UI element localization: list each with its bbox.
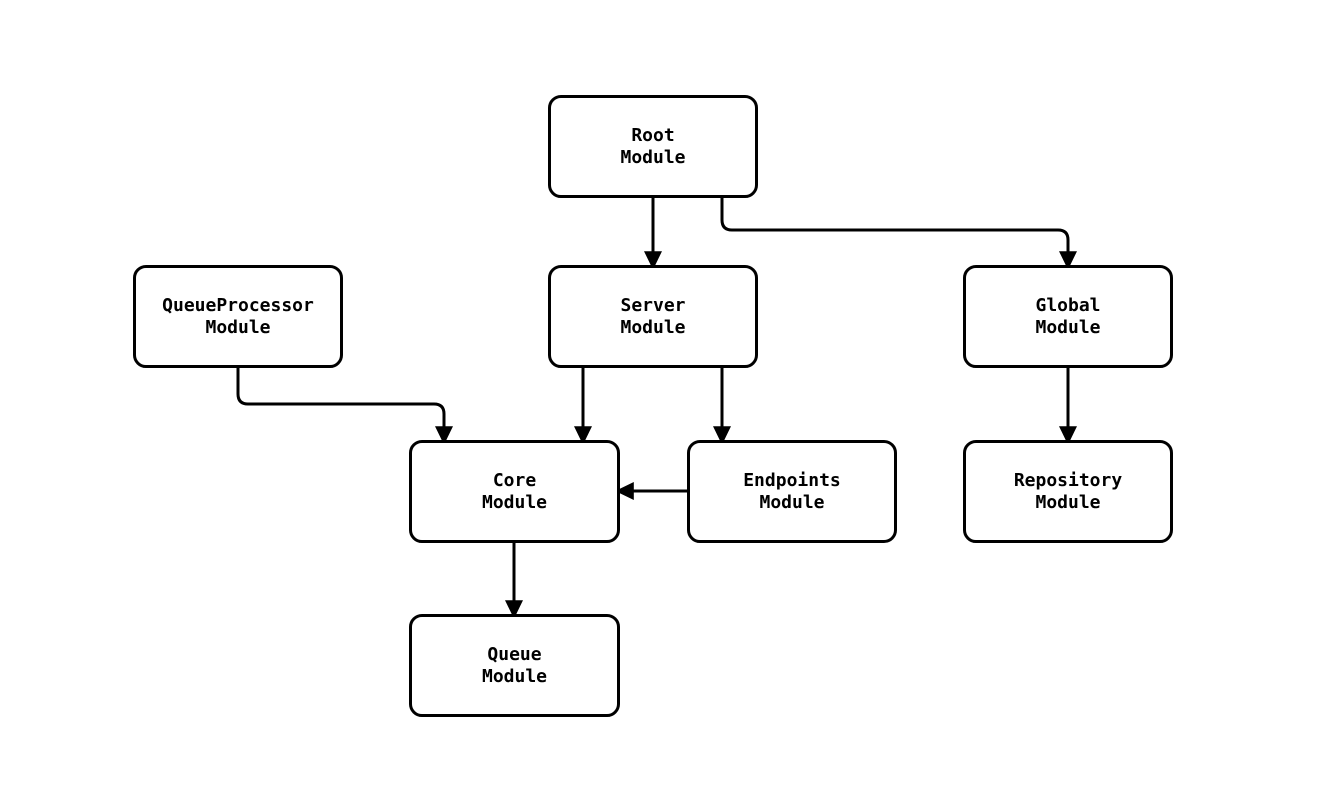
- edge-queueprocessor-to-core: [236, 368, 453, 445]
- node-global-label: Global: [1035, 294, 1101, 316]
- edge-root-to-global: [720, 198, 1077, 270]
- node-queueprocessor-sublabel: Module: [205, 316, 271, 338]
- node-server-label: Server: [620, 294, 686, 316]
- node-queue-sublabel: Module: [481, 665, 548, 687]
- node-global-sublabel: Module: [1035, 316, 1101, 338]
- node-core[interactable]: Core Module: [409, 440, 620, 543]
- node-server-sublabel: Module: [620, 316, 686, 338]
- node-queue[interactable]: Queue Module: [409, 614, 620, 717]
- node-server[interactable]: Server Module: [548, 265, 758, 368]
- node-repository-label: Repository: [1013, 469, 1123, 491]
- node-core-sublabel: Module: [481, 491, 548, 513]
- node-endpoints-label: Endpoints: [743, 469, 841, 491]
- node-root[interactable]: Root Module: [548, 95, 758, 198]
- node-repository[interactable]: Repository Module: [963, 440, 1173, 543]
- node-endpoints[interactable]: Endpoints Module: [687, 440, 897, 543]
- node-repository-sublabel: Module: [1035, 491, 1101, 513]
- node-queueprocessor-label: QueueProcessor: [162, 294, 314, 316]
- node-root-label: Root: [631, 124, 675, 146]
- node-queue-label: Queue: [487, 643, 542, 665]
- node-global[interactable]: Global Module: [963, 265, 1173, 368]
- node-core-label: Core: [492, 469, 537, 491]
- node-queueprocessor[interactable]: QueueProcessor Module: [133, 265, 343, 368]
- node-endpoints-sublabel: Module: [759, 491, 825, 513]
- node-root-sublabel: Module: [620, 146, 686, 168]
